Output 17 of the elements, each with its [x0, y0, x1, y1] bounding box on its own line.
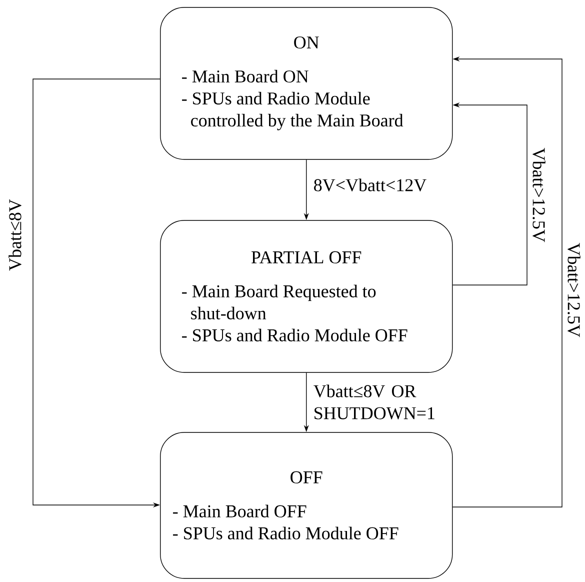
bullet-text: - SPUs and Radio Module OFF	[182, 328, 408, 342]
edge-label: Vbatt>12.5V	[568, 242, 580, 338]
bullet-text: - SPUs and Radio Module OFF	[173, 526, 398, 540]
bullet-text: - Main Board ON	[182, 70, 308, 83]
state-title: PARTIAL OFF	[251, 251, 362, 264]
edge-label: Vbatt≤8V OR SHUTDOWN=1	[314, 384, 434, 420]
state-title: ON	[294, 36, 319, 49]
edge-label: 8V<Vbatt<12V	[314, 178, 426, 192]
state-box	[160, 7, 453, 160]
state-title: OFF	[290, 471, 322, 484]
bullet-text: - Main Board Requested to shut-down	[182, 284, 376, 320]
state-box	[160, 220, 453, 373]
bullet-text: - SPUs and Radio Module controlled by the Main Board	[182, 92, 404, 130]
edge-label: Vbatt>12.5V	[532, 148, 546, 242]
bullet-text: - Main Board OFF	[173, 504, 306, 518]
state-box	[160, 432, 453, 579]
edge-label: Vbatt≤8V	[8, 199, 22, 271]
